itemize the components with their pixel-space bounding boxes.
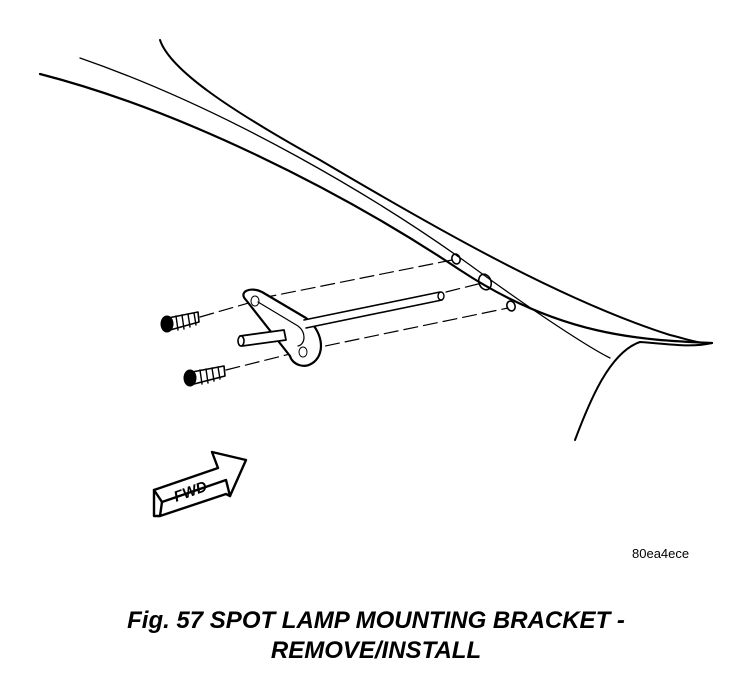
a-pillar-outline [38,39,714,441]
bracket-hole-bottom [298,346,308,358]
bracket-hole-top [250,295,260,307]
mounting-bracket [237,288,445,367]
caption-line-1: Fig. 57 SPOT LAMP MOUNTING BRACKET - [127,607,625,634]
figure-reference-code: 80ea4ece [632,546,690,561]
pillar-mount-holes [451,253,516,312]
forward-arrow-icon [152,450,248,518]
screw-lower [183,365,226,387]
caption-line-2: REMOVE/INSTALL [270,637,482,664]
assembly-guide-lines [199,259,509,371]
figure-caption: Fig. 57 SPOT LAMP MOUNTING BRACKET - REM… [0,606,752,666]
screw-upper [160,311,200,333]
